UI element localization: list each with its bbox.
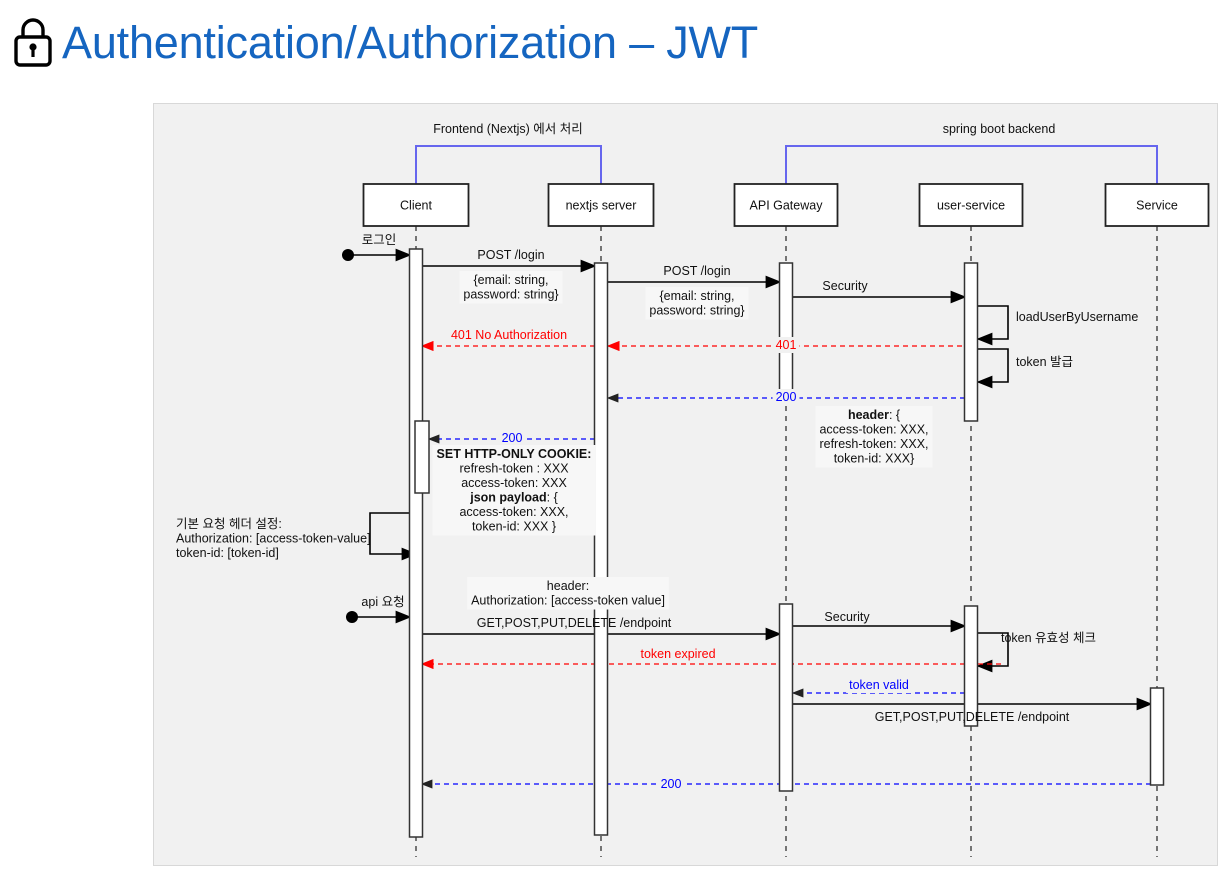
activation-service-api [1149, 687, 1165, 786]
activation-user-login [963, 262, 979, 422]
activation-client-nested [414, 420, 430, 494]
self-message-m-token-issue [976, 348, 1009, 389]
group-label-backend: spring boot backend [943, 122, 1056, 136]
label-backdrop [657, 776, 685, 792]
label-m-api-req: api 요청 [361, 595, 404, 609]
note-backdrop [645, 287, 749, 320]
label-m-security-2: Security [824, 610, 870, 624]
note-m-endpoint-1-head: header:Authorization: [access-token valu… [471, 579, 665, 608]
note-backdrop [432, 445, 596, 536]
note-backdrop [467, 577, 669, 610]
label-m-security-1: Security [822, 279, 868, 293]
label-m-200-final: 200 [661, 777, 682, 791]
self-message-m-loaduser [976, 305, 1009, 346]
activations-group [408, 248, 1165, 838]
label-m-token-valid: token valid [849, 678, 909, 692]
label-m-endpoint-2: GET,POST,PUT,DELETE /endpoint [875, 710, 1070, 724]
note-backdrop [459, 271, 563, 304]
label-m-loaduser: loadUserByUsername [1016, 310, 1138, 324]
group-brackets [415, 145, 1158, 184]
message-labels-group: Frontend (Nextjs) 에서 처리 spring boot backe… [176, 122, 1178, 792]
note-m-set-cookie-body: SET HTTP-ONLY COOKIE:refresh-token : XXX… [437, 447, 592, 534]
group-label-frontend: Frontend (Nextjs) 에서 처리 [433, 122, 583, 136]
group-bracket-frontend [415, 145, 602, 184]
group-bracket-backend [785, 145, 1158, 184]
label-m-default-header: 기본 요청 헤더 설정:Authorization: [access-token… [176, 517, 371, 560]
label-m-401-client: 401 No Authorization [451, 328, 567, 342]
activation-gateway-login [778, 262, 794, 402]
label-m-endpoint-1: GET,POST,PUT,DELETE /endpoint [477, 616, 672, 630]
label-backdrop [447, 327, 571, 343]
label-m-token-issue: token 발급 [1016, 355, 1073, 369]
sequence-diagram-canvas: Frontend (Nextjs) 에서 처리 spring boot backe… [153, 103, 1218, 866]
label-backdrop [772, 389, 800, 405]
participant-box-userservice[interactable] [918, 183, 1024, 227]
participant-box-nextjs[interactable] [547, 183, 655, 227]
label-m-200-gw: 200 [776, 390, 797, 404]
label-m-200-client: 200 [502, 431, 523, 445]
label-backdrop [772, 337, 800, 353]
label-m-post-login-1: POST /login [477, 248, 544, 262]
label-m-login: 로그인 [362, 233, 397, 247]
participant-label-nextjs: nextjs server [566, 199, 637, 213]
label-m-post-login-2: POST /login [663, 264, 730, 278]
activation-nextjs-main [593, 262, 609, 836]
self-message-m-default-header [369, 512, 418, 561]
participant-box-gateway[interactable] [733, 183, 839, 227]
lock-icon [14, 18, 52, 67]
label-backdrop [498, 430, 526, 446]
page-title: Authentication/Authorization – JWT [10, 8, 758, 78]
participant-label-gateway: API Gateway [750, 199, 824, 213]
label-m-401-gw: 401 [776, 338, 797, 352]
participant-box-client[interactable] [362, 183, 470, 227]
label-backdrop [637, 646, 719, 662]
activation-client-main [408, 248, 424, 838]
label-m-token-expired: token expired [640, 647, 715, 661]
note-m-200-gw-header: header: {access-token: XXX,refresh-token… [819, 408, 928, 466]
activation-gateway-api [778, 603, 794, 792]
note-m-post-login-1-body: {email: string,password: string} [463, 273, 558, 302]
participant-box-service[interactable] [1104, 183, 1210, 227]
label-m-token-check: token 유효성 체크 [1001, 631, 1096, 645]
participant-label-client: Client [400, 199, 432, 213]
page-title-text: Authentication/Authorization – JWT [62, 17, 759, 68]
self-message-m-token-check [976, 632, 1009, 673]
sequence-diagram-svg: Frontend (Nextjs) 에서 처리 spring boot backe… [176, 122, 1210, 857]
participant-boxes-group [362, 183, 1210, 227]
participant-label-service: Service [1136, 199, 1178, 213]
note-backdrop [815, 406, 933, 468]
note-m-post-login-2-body: {email: string,password: string} [649, 289, 744, 318]
participant-label-userservice: user-service [937, 199, 1005, 213]
label-backdrop [846, 677, 912, 693]
activation-user-api [963, 605, 979, 727]
